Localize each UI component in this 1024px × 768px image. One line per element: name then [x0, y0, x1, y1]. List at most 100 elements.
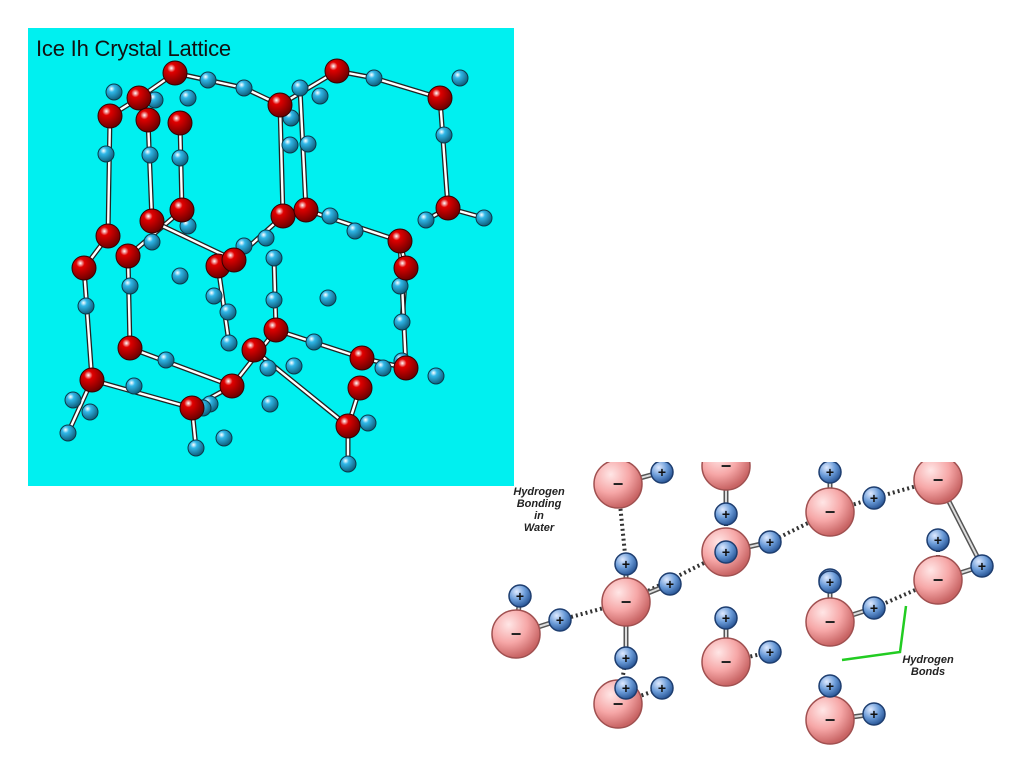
oxygen-atom-icon: [267, 92, 293, 118]
hydrogen-atom-icon: [235, 79, 253, 97]
positive-charge-symbol: +: [722, 506, 730, 522]
hydrogen-atom-icon: [926, 528, 950, 552]
hydrogen-atom-icon: [81, 403, 99, 421]
oxygen-atom-icon: [387, 228, 413, 254]
hydrogen-atom-icon: [77, 297, 95, 315]
hydrogen-atom-icon: [614, 676, 638, 700]
oxygen-atom-icon: [179, 395, 205, 421]
lattice-atoms: [59, 58, 493, 473]
negative-charge-symbol: −: [613, 474, 624, 494]
oxygen-atom-icon: [393, 355, 419, 381]
oxygen-atom-icon: [219, 373, 245, 399]
oxygen-atom-icon: [913, 462, 963, 505]
oxygen-atom-icon: [263, 317, 289, 343]
lattice-bond: [128, 346, 234, 388]
positive-charge-symbol: +: [766, 534, 774, 550]
ice-lattice-panel: Ice Ih Crystal Lattice: [28, 28, 514, 486]
hydrogen-atom-icon: [714, 502, 738, 526]
oxygen-atom-icon: [79, 367, 105, 393]
hydrogen-bonding-diagram: −−−−−−−−−−−−++++++++++++++++++++++: [491, 462, 994, 745]
negative-charge-symbol: −: [721, 462, 732, 476]
hydrogen-atom-icon: [59, 424, 77, 442]
hydrogen-atom-icon: [374, 359, 392, 377]
hydrogen-atom-icon: [475, 209, 493, 227]
hydrogen-atom-icon: [451, 69, 469, 87]
hydrogen-atom-icon: [365, 69, 383, 87]
oxygen-atom-icon: [601, 577, 651, 627]
hydrogen-atom-icon: [285, 357, 303, 375]
hydrogen-atom-icon: [758, 530, 782, 554]
oxygen-atom-icon: [270, 203, 296, 229]
lattice-bond: [216, 264, 231, 345]
hydrogen-atom-icon: [265, 249, 283, 267]
negative-charge-symbol: −: [933, 570, 944, 590]
hydrogen-atom-icon: [346, 222, 364, 240]
oxygen-atom-icon: [135, 107, 161, 133]
hb-title-line: in: [534, 510, 544, 522]
hb-title-line: Bonding: [516, 498, 562, 510]
oxygen-atom-icon: [167, 110, 193, 136]
positive-charge-symbol: +: [622, 650, 630, 666]
oxygen-atom-icon: [347, 375, 373, 401]
hydrogen-atom-icon: [97, 145, 115, 163]
hydrogen-atom-icon: [435, 126, 453, 144]
oxygen-atom-icon: [169, 197, 195, 223]
hydrogen-atom-icon: [187, 439, 205, 457]
lattice-bond: [178, 121, 184, 212]
hydrogen-atom-icon: [548, 608, 572, 632]
oxygen-atom-icon: [393, 255, 419, 281]
positive-charge-symbol: +: [658, 680, 666, 696]
positive-charge-symbol: +: [722, 610, 730, 626]
oxygen-atom-icon: [701, 462, 751, 491]
hydrogen-atom-icon: [508, 584, 532, 608]
hydrogen-atom-icon: [818, 674, 842, 698]
negative-charge-symbol: −: [933, 470, 944, 490]
oxygen-atom-icon: [221, 247, 247, 273]
hydrogen-bonding-title: Hydrogen Bonding in Water: [504, 486, 574, 534]
hb-title-line: Water: [523, 522, 555, 534]
hydrogen-atom-icon: [319, 289, 337, 307]
hydrogen-atom-icon: [970, 554, 994, 578]
hydrogen-atom-icon: [714, 540, 738, 564]
hb-bonds-label-line: Hydrogen: [902, 654, 954, 666]
positive-charge-symbol: +: [556, 612, 564, 628]
positive-charge-symbol: +: [658, 464, 666, 480]
oxygen-atom-icon: [913, 555, 963, 605]
hydrogen-atom-icon: [862, 486, 886, 510]
hydrogen-atom-icon: [818, 570, 842, 594]
positive-charge-symbol: +: [516, 588, 524, 604]
positive-charge-symbol: +: [934, 532, 942, 548]
hydrogen-atom-icon: [650, 462, 674, 484]
hydrogen-atom-icon: [714, 606, 738, 630]
oxygen-atom-icon: [701, 637, 751, 687]
hydrogen-atom-icon: [220, 334, 238, 352]
hydrogen-atom-icon: [205, 287, 223, 305]
hydrogen-atom-icon: [157, 351, 175, 369]
hb-bonds-label-line: Bonds: [910, 666, 946, 678]
hydrogen-atom-icon: [359, 414, 377, 432]
oxygen-atom-icon: [162, 60, 188, 86]
positive-charge-symbol: +: [622, 680, 630, 696]
water-atoms: −−−−−−−−−−−−++++++++++++++++++++++: [491, 462, 994, 745]
positive-charge-symbol: +: [978, 558, 986, 574]
lattice-bond: [126, 254, 132, 350]
hydrogen-atom-icon: [199, 71, 217, 89]
oxygen-atom-icon: [435, 195, 461, 221]
hydrogen-atom-icon: [215, 429, 233, 447]
oxygen-atom-icon: [126, 85, 152, 111]
lattice-bond: [150, 219, 236, 262]
ice-lattice-diagram: [59, 58, 493, 473]
hydrogen-atom-icon: [291, 79, 309, 97]
hydrogen-atom-icon: [305, 333, 323, 351]
hydrogen-atom-icon: [121, 277, 139, 295]
hydrogen-atom-icon: [259, 359, 277, 377]
negative-charge-symbol: −: [613, 694, 624, 714]
lattice-bond: [438, 96, 450, 210]
lattice-bond: [278, 103, 285, 218]
ice-lattice-title: Ice Ih Crystal Lattice: [36, 36, 231, 61]
hydrogen-atom-icon: [862, 596, 886, 620]
lattice-bond: [106, 114, 112, 238]
oxygen-atom-icon: [335, 413, 361, 439]
oxygen-atom-icon: [115, 243, 141, 269]
positive-charge-symbol: +: [870, 490, 878, 506]
